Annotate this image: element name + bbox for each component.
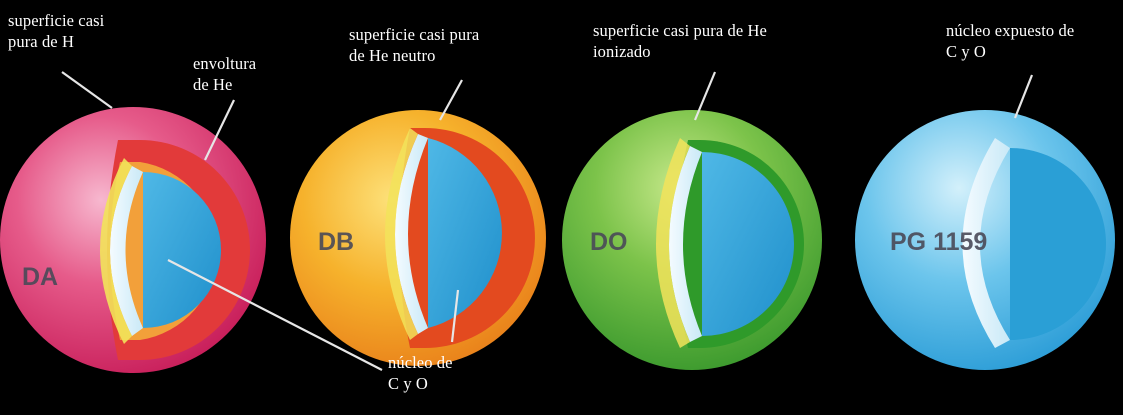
leader-da-surface (62, 72, 112, 108)
star-label-da: DA (22, 263, 58, 291)
star-db: DB (290, 110, 546, 366)
star-do: DO (562, 110, 822, 370)
label-da-hydrogen-surface: superficie casi pura de H (8, 10, 104, 52)
label-carbon-oxygen-core: núcleo de C y O (388, 352, 453, 394)
label-da-helium-envelope: envoltura de He (193, 53, 256, 95)
star-label-db: DB (318, 228, 354, 256)
leader-pg-surface (1015, 75, 1032, 118)
leader-db-surface (440, 80, 462, 120)
star-pg1159: PG 1159 (855, 110, 1115, 370)
star-label-pg1159: PG 1159 (890, 228, 987, 256)
label-db-neutral-helium-surface: superficie casi pura de He neutro (349, 24, 479, 66)
star-label-do: DO (590, 228, 628, 256)
star-da: DA (0, 107, 266, 373)
label-pg-exposed-core: núcleo expuesto de C y O (946, 20, 1074, 62)
label-do-ionized-helium-surface: superficie casi pura de He ionizado (593, 20, 767, 62)
